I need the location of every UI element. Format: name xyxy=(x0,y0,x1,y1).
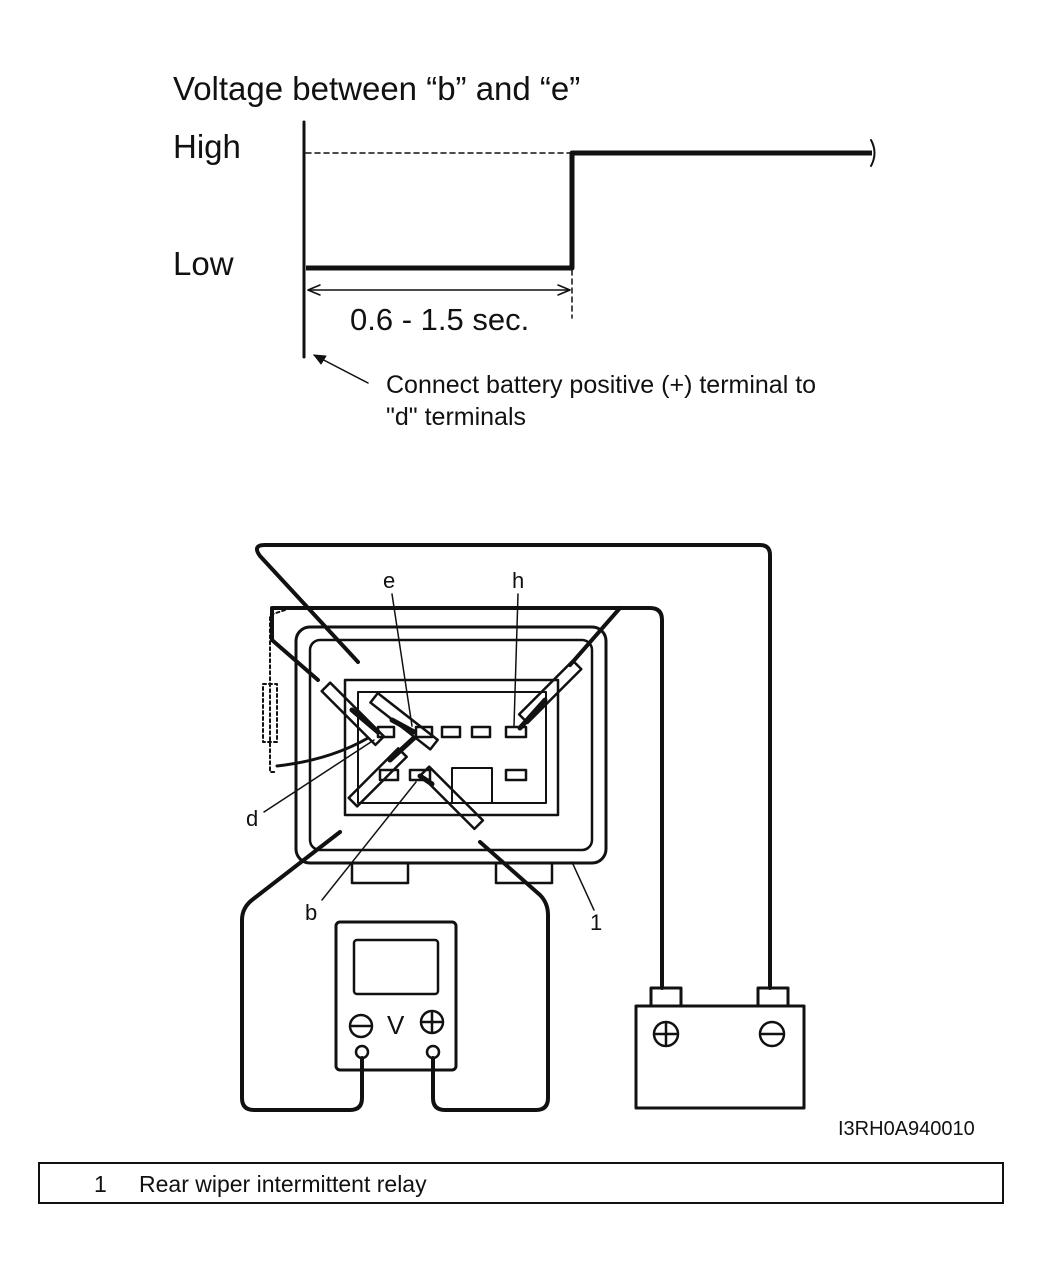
probe-battery-positive-to-d xyxy=(320,681,386,747)
wire-d-lead xyxy=(270,606,320,682)
wire-jumper-h xyxy=(568,606,622,667)
probe-meter-negative-to-e xyxy=(347,747,408,808)
voltmeter-body xyxy=(334,920,458,1072)
probe-tip xyxy=(417,773,435,787)
jumper-dotted-lead xyxy=(269,609,286,773)
probe-tip xyxy=(349,707,381,735)
battery-terminal-positive xyxy=(649,986,683,1008)
battery-terminal-negative xyxy=(756,986,790,1008)
terminal-label-h: h xyxy=(512,568,525,593)
callout-number-1: 1 xyxy=(590,910,603,935)
minus-icon xyxy=(348,1013,374,1039)
relay-connector-housing xyxy=(343,678,560,817)
minus-icon xyxy=(758,1020,786,1048)
battery-body xyxy=(634,1004,806,1110)
voltmeter-jack-positive xyxy=(425,1044,441,1060)
terminal-pin xyxy=(440,725,462,739)
timing-chart xyxy=(302,120,876,384)
leader-d xyxy=(263,739,375,813)
plus-icon xyxy=(652,1020,680,1048)
terminal-label-e: e xyxy=(383,568,396,593)
leader-b xyxy=(321,781,417,901)
relay-outer-case xyxy=(294,625,608,865)
voltage-trace xyxy=(306,150,872,271)
duration-arrow-right xyxy=(557,284,571,296)
leader-h xyxy=(513,593,519,727)
y-label-low: Low xyxy=(173,245,234,282)
plus-icon xyxy=(419,1009,445,1035)
connection-note-line-1: Connect battery positive (+) terminal to xyxy=(386,371,817,399)
wire-meter-positive xyxy=(431,840,550,1112)
note-leader-arrowhead xyxy=(313,354,327,365)
voltmeter-display xyxy=(352,938,440,996)
probe-tip xyxy=(517,697,548,731)
test-probes xyxy=(320,659,583,831)
wire-battery-negative xyxy=(254,543,772,990)
terminal-pin xyxy=(378,768,400,782)
voltmeter xyxy=(334,920,458,1072)
legend-item-label: Rear wiper intermittent relay xyxy=(139,1171,427,1197)
leader-e xyxy=(391,593,413,727)
relay-unit xyxy=(294,625,608,885)
leader-1 xyxy=(571,861,595,911)
chart-title: Voltage between “b” and “e” xyxy=(173,70,581,107)
relay-inner-case xyxy=(308,638,594,852)
connection-note-line-2: "d" terminals xyxy=(386,403,527,431)
terminal-pin xyxy=(470,725,492,739)
duration-arrow-left xyxy=(307,284,321,296)
terminal-pin-h xyxy=(504,725,528,739)
battery xyxy=(634,986,806,1110)
jumper-curved-lead xyxy=(275,736,370,768)
wire-meter-negative xyxy=(240,830,364,1112)
voltmeter-jack-negative xyxy=(354,1044,370,1060)
terminal-label-d: d xyxy=(246,806,259,831)
duration-label: 0.6 - 1.5 sec. xyxy=(350,302,530,337)
wire-battery-positive xyxy=(314,606,664,990)
wires xyxy=(240,543,772,1112)
figure-code: I3RH0A940010 xyxy=(838,1118,975,1140)
legend-table xyxy=(38,1162,1004,1204)
continuation-mark xyxy=(870,139,876,167)
voltmeter-symbol: V xyxy=(387,1010,405,1040)
terminal-leaders xyxy=(263,593,595,911)
relay-connector-inner xyxy=(357,691,547,804)
y-label-high: High xyxy=(173,128,241,165)
probe-tip xyxy=(389,717,417,735)
relay-bottom-tab-left xyxy=(350,861,410,885)
probe-tip xyxy=(387,735,417,763)
terminal-pin xyxy=(504,768,528,782)
dotted-jumper xyxy=(262,609,286,773)
legend-item-number: 1 xyxy=(94,1171,107,1197)
terminal-label-b: b xyxy=(305,900,318,925)
terminal-pin-b xyxy=(408,768,432,782)
relay-key-slot xyxy=(451,767,493,804)
probe-jumper-to-h xyxy=(517,659,583,725)
probe-meter-positive-to-b xyxy=(419,765,485,831)
